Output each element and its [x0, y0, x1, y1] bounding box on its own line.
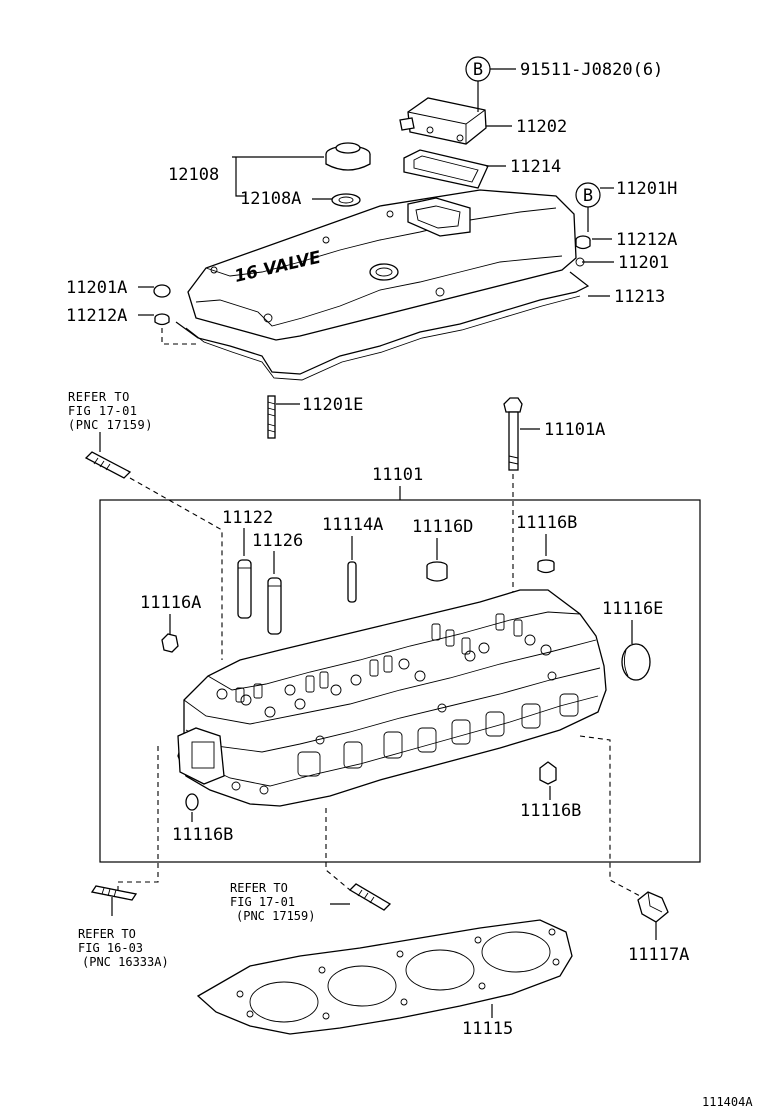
valve-cover-11201: 16 VALVE — [187, 189, 585, 341]
label-11117a: 11117A — [628, 945, 689, 965]
gasket-11214 — [403, 149, 489, 189]
plug-11116e — [621, 643, 651, 681]
circle-b-label: B — [473, 60, 483, 80]
label-11122: 11122 — [222, 508, 273, 528]
cylinder-head-box — [99, 499, 701, 863]
label-11116a: 11116A — [140, 593, 201, 613]
dash-plug-11117a — [579, 735, 641, 897]
label-11116b-top: 11116B — [516, 513, 577, 533]
plug-11116b-top — [537, 559, 555, 574]
label-11201: 11201 — [618, 253, 669, 273]
circle-b-right-label: B — [583, 186, 593, 206]
dash-grommet-left — [161, 328, 198, 345]
label-11116b-right: 11116B — [520, 801, 581, 821]
refer-mid: REFER TO FIG 17-01 (PNC 17159) — [230, 881, 315, 923]
label-11115: 11115 — [462, 1019, 513, 1039]
grommet-11212a-right — [575, 235, 591, 250]
label-11116d: 11116D — [412, 517, 473, 537]
valve-guide-11126 — [267, 577, 282, 635]
head-gasket-11115 — [196, 919, 573, 1035]
refer-top-line2: FIG 17-01 — [68, 404, 138, 418]
stud-refer-left — [90, 885, 138, 901]
grommet-11201a — [153, 284, 171, 298]
figure-id: 111404A — [702, 1095, 753, 1109]
refer-mid-line1: REFER TO — [230, 881, 288, 895]
dash-stud-mid — [325, 808, 351, 891]
label-11201e: 11201E — [302, 395, 363, 415]
label-91511: 91511-J0820(6) — [520, 60, 663, 80]
plug-11116b-right — [539, 761, 557, 785]
dash-refer-top — [129, 477, 223, 660]
stud-11201e — [267, 395, 276, 439]
label-11202: 11202 — [516, 117, 567, 137]
plug-11117a — [637, 891, 669, 923]
refer-left-line1: REFER TO — [78, 927, 136, 941]
bracket-12108 — [232, 156, 324, 197]
label-11201a: 11201A — [66, 278, 127, 298]
cylinder-head-11101 — [177, 589, 607, 807]
label-11114a: 11114A — [322, 515, 383, 535]
refer-mid-line2: FIG 17-01 — [230, 895, 295, 909]
label-11126: 11126 — [252, 531, 303, 551]
breather-11202 — [399, 97, 487, 145]
label-12108: 12108 — [168, 165, 219, 185]
refer-left-line3: (PNC 16333A) — [82, 955, 169, 969]
pin-11114a — [347, 561, 357, 603]
refer-top: REFER TO FIG 17-01 (PNC 17159) — [68, 390, 153, 452]
head-bolt-11101a — [503, 397, 523, 471]
label-11212a-right: 11212A — [616, 230, 677, 250]
label-11101a: 11101A — [544, 420, 605, 440]
stud-refer-top — [84, 451, 132, 479]
oil-cap-12108 — [325, 142, 371, 171]
plug-11116a — [161, 633, 179, 653]
label-11212a-left: 11212A — [66, 306, 127, 326]
circle-b-right: B — [575, 182, 601, 208]
refer-mid-line3: (PNC 17159) — [236, 909, 315, 923]
dash-stud-left — [117, 746, 159, 892]
label-11116e: 11116E — [602, 599, 663, 619]
oil-cap-gasket-12108a — [331, 193, 361, 207]
refer-top-line3: (PNC 17159) — [68, 418, 153, 432]
label-11213: 11213 — [614, 287, 665, 307]
refer-left: REFER TO FIG 16-03 (PNC 16333A) — [78, 927, 169, 969]
refer-left-line2: FIG 16-03 — [78, 941, 143, 955]
label-11101: 11101 — [372, 465, 423, 485]
label-12108a: 12108A — [240, 189, 301, 209]
label-11201h: 11201H — [616, 179, 677, 199]
stud-refer-mid — [348, 883, 392, 911]
circle-b-top: B — [465, 56, 491, 82]
label-11214: 11214 — [510, 157, 561, 177]
valve-guide-11122 — [237, 559, 252, 619]
label-11116b-left: 11116B — [172, 825, 233, 845]
plug-11116d — [426, 561, 448, 582]
plug-11116b-left — [185, 793, 199, 811]
grommet-11212a-left — [154, 313, 170, 326]
cover-gasket-11213 — [175, 271, 590, 381]
refer-top-line1: REFER TO — [68, 390, 130, 404]
